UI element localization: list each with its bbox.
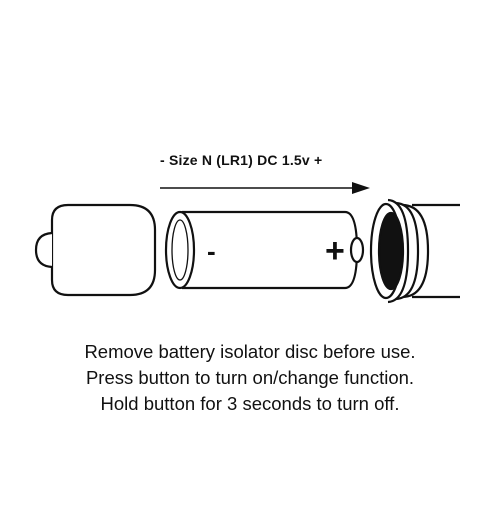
instructions-text: Remove battery isolator disc before use.…	[0, 339, 500, 417]
instruction-line-2: Press button to turn on/change function.	[85, 367, 415, 388]
battery-plus-sign: +	[325, 232, 345, 270]
battery-size-label: - Size N (LR1) DC 1.5v +	[160, 152, 323, 168]
battery-cell	[164, 210, 365, 290]
insertion-arrow	[160, 182, 370, 194]
battery-minus-sign: -	[207, 236, 216, 266]
instruction-line-3: Hold button for 3 seconds to turn off.	[100, 393, 400, 414]
device-body	[369, 198, 460, 304]
instruction-line-1: Remove battery isolator disc before use.	[84, 341, 416, 362]
end-cap	[34, 203, 157, 297]
